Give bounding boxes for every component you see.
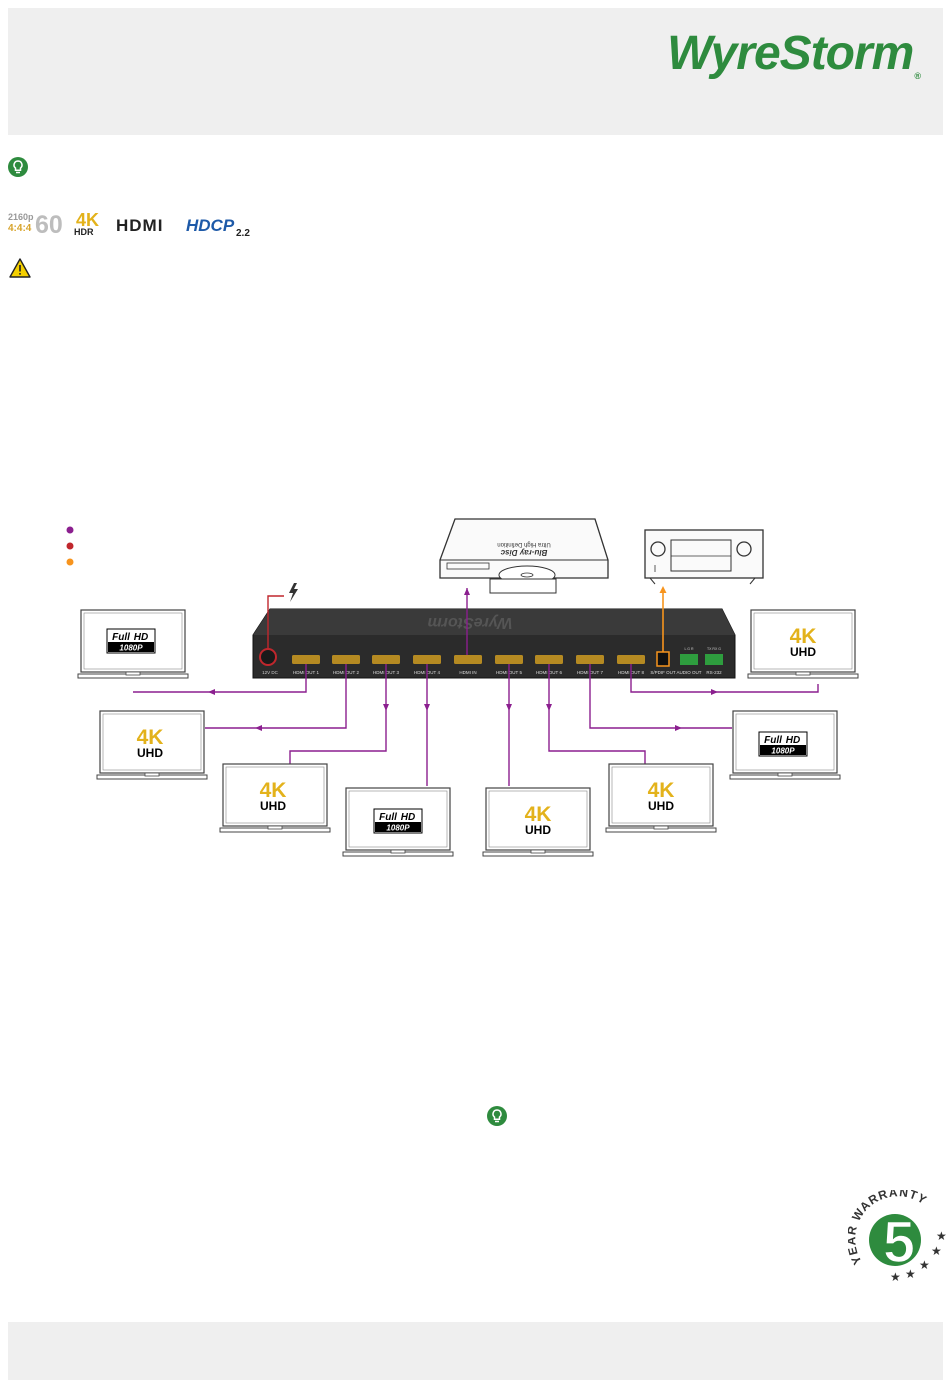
display-out6: 4K UHD <box>605 763 717 833</box>
svg-text:UHD: UHD <box>790 645 816 659</box>
resolution-label: 2160p <box>8 212 34 222</box>
svg-text:4K: 4K <box>137 726 164 749</box>
svg-text:4K: 4K <box>260 779 287 802</box>
svg-text:UHD: UHD <box>525 823 551 837</box>
svg-text:Full: Full <box>379 812 397 823</box>
svg-text:Full: Full <box>112 632 130 643</box>
display-out4: Full HD 1080P <box>342 787 454 857</box>
cable-arrows <box>208 588 718 731</box>
header-band <box>8 8 943 135</box>
svg-text:4K: 4K <box>790 625 817 648</box>
warranty-badge: YEAR WARRANTY 5 ★★★★★ <box>848 1190 947 1284</box>
bluray-line1: Ultra High Definition <box>497 541 550 547</box>
svg-text:1080P: 1080P <box>119 644 143 653</box>
warning-icon <box>9 258 31 283</box>
power-bolt-icon <box>289 583 298 602</box>
4k-logo: 4K <box>76 210 100 230</box>
svg-text:4K: 4K <box>648 779 675 802</box>
port-label-spdif: S/PDIF OUT <box>650 670 676 675</box>
legend-dot-hdmi <box>66 526 74 534</box>
svg-text:★: ★ <box>905 1267 916 1281</box>
svg-text:1080P: 1080P <box>771 747 795 756</box>
svg-text:★: ★ <box>936 1229 947 1243</box>
power-label: 12V DC <box>262 670 279 675</box>
display-out5: 4K UHD <box>482 787 594 857</box>
bluray-line2: Blu-ray Disc <box>500 548 547 557</box>
svg-text:UHD: UHD <box>648 799 674 813</box>
svg-text:HD: HD <box>401 812 415 823</box>
lightbulb-icon-2 <box>487 1106 507 1126</box>
svg-text:★: ★ <box>890 1270 901 1284</box>
svg-text:4K: 4K <box>525 803 552 826</box>
svg-text:L G R: L G R <box>684 647 693 651</box>
hdcp-version: 2.2 <box>236 228 250 239</box>
svg-text:UHD: UHD <box>137 746 163 760</box>
svg-text:1080P: 1080P <box>386 824 410 833</box>
port-label-rs232: RS-232 <box>706 670 722 675</box>
chroma-label: 4:4:4 <box>8 223 32 234</box>
display-out1: Full HD 1080P <box>77 609 189 679</box>
power-cable <box>267 595 284 649</box>
svg-text:TX RX G: TX RX G <box>707 647 721 651</box>
device-brand-mirrored: WyreStorm <box>427 614 512 631</box>
display-out3: 4K UHD <box>219 763 331 833</box>
svg-text:HD: HD <box>134 632 148 643</box>
svg-text:Full: Full <box>764 735 782 746</box>
svg-text:HD: HD <box>786 735 800 746</box>
warranty-number: 5 <box>883 1210 915 1275</box>
display-out2: 4K UHD <box>96 710 208 780</box>
legend-dot-power <box>66 542 74 550</box>
framerate-label: 60 <box>35 211 63 239</box>
warranty-stars: ★★★★★ <box>890 1229 947 1284</box>
hdcp-logo: HDCP <box>186 216 235 235</box>
svg-text:★: ★ <box>919 1258 930 1272</box>
svg-text:UHD: UHD <box>260 799 286 813</box>
lightbulb-icon <box>8 157 28 177</box>
display-out7: Full HD 1080P <box>729 710 841 780</box>
hdmi-logo: HDMI <box>116 216 164 235</box>
connection-diagram: Ultra High Definition Blu-ray Disc WyreS… <box>66 518 859 857</box>
bluray-player: Ultra High Definition Blu-ray Disc <box>439 518 609 594</box>
footer-band <box>8 1322 943 1380</box>
av-receiver <box>644 529 764 585</box>
legend-dot-audio <box>66 558 74 566</box>
port-label-audio: AUDIO OUT <box>676 670 701 675</box>
display-out8: 4K UHD <box>747 609 859 679</box>
port-label-in: HDMI IN <box>459 670 476 675</box>
svg-text:★: ★ <box>931 1244 942 1258</box>
hdr-label: HDR <box>74 227 94 237</box>
wyrestorm-logo: WyreStorm® <box>667 27 921 81</box>
